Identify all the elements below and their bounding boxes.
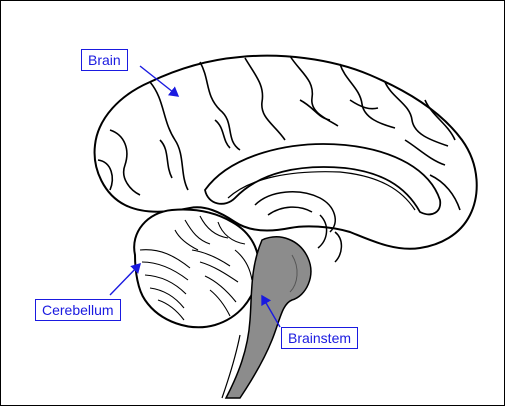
- cerebellum-arrow: [110, 264, 140, 295]
- cerebellum-outline: [134, 210, 259, 328]
- brain-arrow: [140, 66, 178, 96]
- corpus-callosum: [205, 144, 440, 214]
- brain-label: Brain: [81, 49, 128, 71]
- brainstem-label: Brainstem: [281, 327, 358, 349]
- cerebellum-label: Cerebellum: [35, 299, 121, 321]
- cerebrum-gyri: [98, 56, 460, 210]
